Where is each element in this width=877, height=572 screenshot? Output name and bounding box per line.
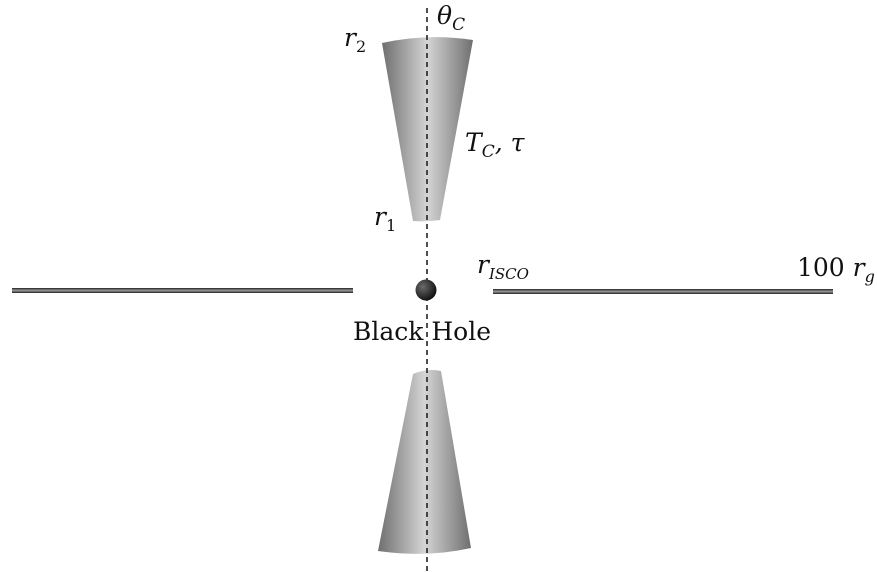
label-r1: r1	[374, 202, 396, 235]
label-black-hole: Black Hole	[353, 317, 491, 346]
label-tc-tau: TC, τ	[465, 128, 526, 162]
label-r-isco: rISCO	[477, 250, 529, 283]
label-r2: r2	[344, 23, 366, 56]
lower-corona-cone	[378, 370, 471, 554]
label-100-rg: 100 rg	[797, 253, 875, 286]
right-accretion-disk	[493, 289, 833, 294]
left-accretion-disk	[12, 288, 353, 293]
label-theta-c: θC	[437, 1, 465, 35]
black-hole-dot	[415, 279, 437, 301]
